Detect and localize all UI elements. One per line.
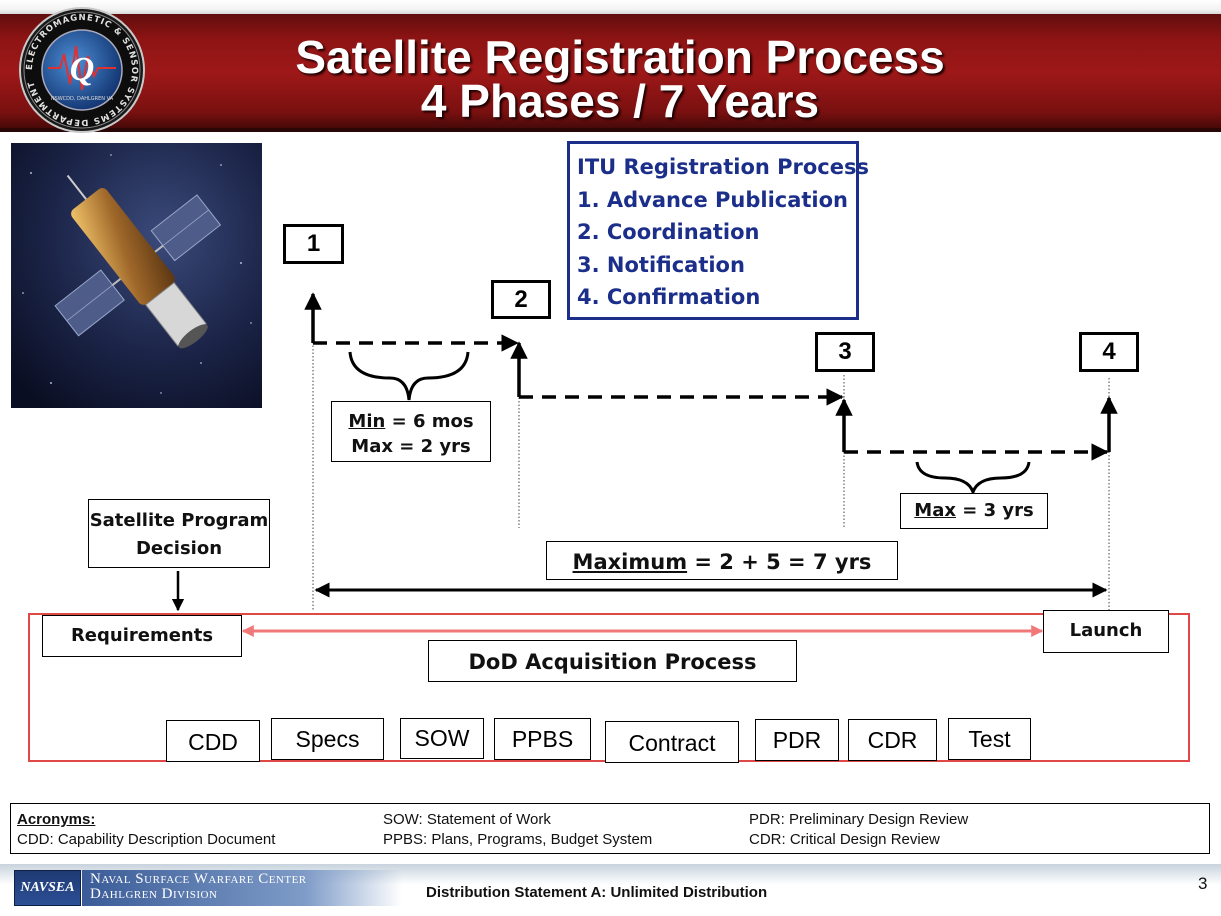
program-decision-line2: Decision [135,538,223,559]
phase3-duration-box: Max = 3 yrs [900,493,1048,529]
phase-1-box: 1 [283,224,344,264]
step-cdr-box: CDR [848,719,937,761]
acronym-cdd: CDD: Capability Description Document [17,831,276,848]
step-pdr-box: PDR [755,719,839,761]
dod-acquisition-box: DoD Acquisition Process [428,640,797,682]
step-contract-box: Contract [605,721,739,763]
acronym-sow: SOW: Statement of Work [383,811,551,828]
maximum-duration-box: Maximum = 2 + 5 = 7 yrs [546,541,898,580]
maximum-value: = 2 + 5 = 7 yrs [687,550,872,574]
itu-title: ITU Registration Process [577,155,870,179]
program-decision-line1: Satellite Program [89,510,269,531]
navsea-logo-text: NAVSEA [20,880,75,895]
itu-registration-box: ITU Registration Process 1. Advance Publ… [567,141,870,320]
itu-step-notification: 3. Notification [577,252,745,277]
footer-band [82,870,402,906]
step-sow-box: SOW [400,718,484,759]
brace-phase3 [915,461,1031,497]
max-2yrs-label: Max = 2 yrs [351,436,471,457]
slide-title: Satellite Registration Process [295,31,945,83]
acronym-ppbs: PPBS: Plans, Programs, Budget System [383,831,653,848]
min-value: = 6 mos [385,411,474,432]
phase-step-arrows [304,292,1118,452]
slide-subtitle: 4 Phases / 7 Years [420,75,820,127]
header-bottom-rule [0,128,1221,132]
phase1-duration-box: Min = 6 mos Max = 2 yrs [331,401,491,462]
step-specs-box: Specs [271,718,384,760]
footer-org-line1: Naval Surface Warfare Center [90,871,307,887]
itu-step-confirmation: 4. Confirmation [577,285,761,309]
page-number: 3 [1198,874,1208,893]
max3-label: Max [914,500,956,521]
max3-value: = 3 yrs [955,500,1034,521]
itu-step-advance-publication: 1. Advance Publication [577,187,849,212]
acronym-pdr: PDR: Preliminary Design Review [749,811,969,828]
acronym-cdr: CDR: Critical Design Review [749,831,940,848]
phase-dashed-arrows [313,334,1109,461]
acronyms-heading: Acronyms: [17,811,96,828]
svg-text:NSWCDD, DAHLGREN VA: NSWCDD, DAHLGREN VA [51,96,114,102]
phase-3-box: 3 [815,332,875,372]
phase-2-box: 2 [491,280,551,319]
acronyms-legend: Acronyms: CDD: Capability Description Do… [10,803,1210,854]
distribution-statement: Distribution Statement A: Unlimited Dist… [426,884,768,901]
header-banner [0,0,1221,132]
navsea-logo: NAVSEA [14,870,81,906]
requirements-box: Requirements [42,615,242,657]
phase-4-box: 4 [1079,332,1139,372]
program-decision-box: Satellite Program Decision [88,499,270,568]
min-label: Min [348,411,386,432]
step-ppbs-box: PPBS [494,718,591,760]
launch-box: Launch [1043,610,1169,653]
header-top-strip [0,0,1221,14]
department-seal-logo: ELECTROMAGNETIC & SENSOR SYSTEMS DEPARTM… [19,7,145,133]
svg-text:Q: Q [70,51,95,88]
footer-org-line2: Dahlgren Division [90,886,218,902]
step-cdd-box: CDD [166,720,260,762]
maximum-label: Maximum [572,550,688,574]
satellite-photo [11,143,262,408]
brace-phase1 [348,351,470,401]
step-test-box: Test [948,718,1031,760]
itu-step-coordination: 2. Coordination [577,220,760,244]
